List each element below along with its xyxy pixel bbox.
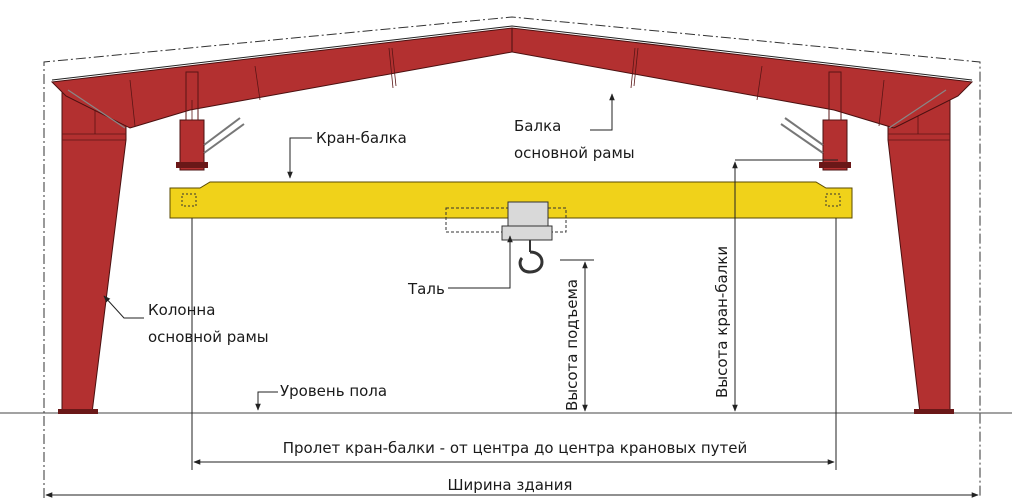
floor-level-label: Уровень пола [280, 382, 387, 400]
crane-beam [169, 181, 853, 219]
hoist-label: Таль [407, 280, 445, 298]
column-leader [103, 295, 144, 319]
column-label-line2: основной рамы [148, 328, 269, 346]
main-frame-beam-label-line1: Балка [514, 117, 561, 135]
building-width-label: Ширина здания [448, 476, 573, 494]
right-runway-support [780, 71, 851, 171]
left-rafter [50, 27, 513, 129]
hoist-leader [448, 235, 513, 289]
crane-beam-label: Кран-балка [316, 129, 407, 147]
lift-height-label: Высота подъема [563, 279, 581, 411]
building-outline [43, 16, 981, 498]
crane-beam-height-label: Высота кран-балки [713, 246, 731, 398]
column-label-line1: Колонна [148, 301, 215, 319]
right-rafter [511, 27, 974, 129]
left-column [58, 83, 127, 414]
roof-outline [51, 25, 973, 81]
main-frame-beam-label-line2: основной рамы [514, 144, 635, 162]
hoist [445, 201, 567, 274]
crane-beam-leader [287, 137, 312, 179]
knee-braces [67, 89, 947, 129]
span-label: Пролет кран-балки - от центра до центра … [283, 439, 748, 457]
floor-level-leader [255, 391, 278, 411]
main-frame-beam-leader [590, 93, 615, 131]
left-runway-support [176, 71, 245, 171]
right-column [887, 83, 954, 414]
